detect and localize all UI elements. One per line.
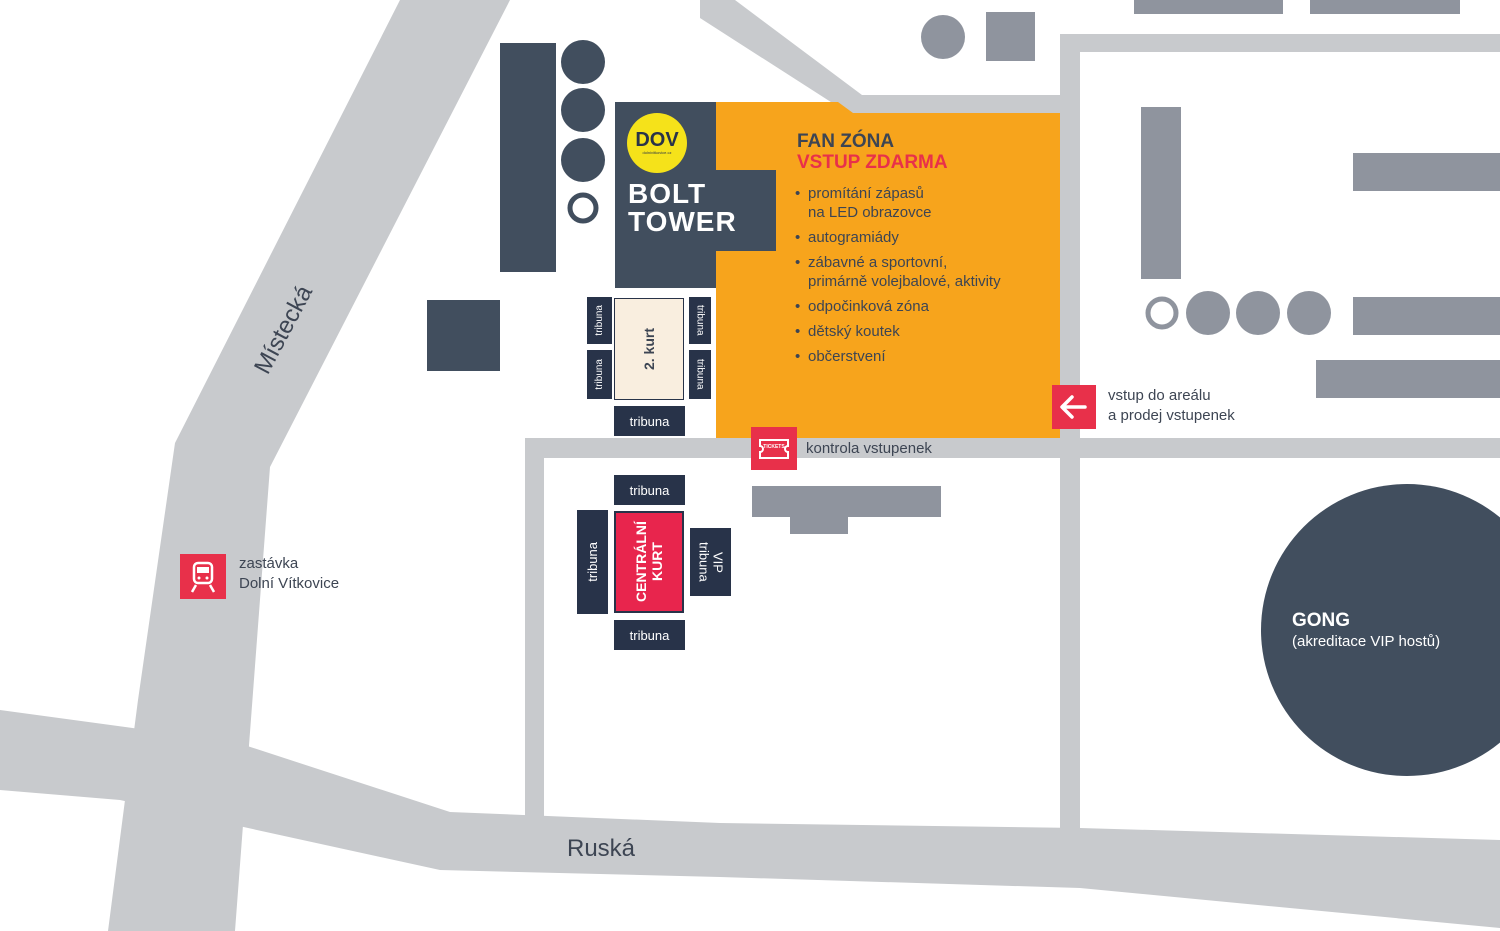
stand-court2-right-bottom: tribuna	[689, 350, 711, 399]
road-mistecka	[108, 0, 510, 931]
stand-central-top: tribuna	[614, 475, 685, 505]
building	[1310, 0, 1460, 14]
building	[427, 300, 500, 371]
blast-furnace-outline	[567, 192, 599, 224]
road-top-diagonal	[700, 0, 1070, 113]
stand-court2-left-bottom: tribuna	[587, 350, 612, 399]
road-ruska	[0, 710, 1500, 928]
bolt-tower-line2: TOWER	[628, 206, 737, 237]
stand-court2-right-top: tribuna	[689, 297, 711, 344]
fan-zone-item: občerstvení	[795, 347, 1001, 366]
building	[986, 12, 1035, 61]
building	[752, 486, 941, 517]
ticket-icon-text: TICKETS	[763, 444, 785, 450]
court-2-label: 2. kurt	[641, 327, 657, 370]
stand-central-bottom: tribuna	[614, 620, 685, 650]
silo	[1236, 291, 1280, 335]
bolt-tower-line1: BOLT	[628, 178, 707, 209]
dov-logo: DOV dolnivitkovice.cz	[627, 113, 687, 173]
dov-logo-text: DOV	[635, 129, 679, 151]
tram-stop-label: zastávka Dolní Vítkovice	[239, 555, 340, 592]
court-2: 2. kurt	[614, 298, 684, 400]
gong-building	[1261, 484, 1500, 776]
building	[1353, 297, 1500, 335]
arrow-left-icon	[1052, 385, 1096, 429]
blast-furnace	[561, 40, 605, 84]
road-east-vertical	[1060, 34, 1080, 829]
building	[1316, 360, 1500, 398]
building	[1134, 0, 1283, 14]
central-court: CENTRÁLNÍ KURT	[614, 511, 684, 613]
ticket-icon: TICKETS	[751, 427, 797, 470]
dov-logo-url: dolnivitkovice.cz	[642, 150, 672, 155]
tram-icon	[180, 554, 226, 599]
building	[1141, 107, 1181, 279]
fan-zone-item: autogramiády	[795, 228, 1001, 247]
buildings	[427, 0, 1500, 534]
fan-zone-item: odpočinková zóna	[795, 297, 1001, 316]
building	[500, 43, 556, 272]
central-court-label: CENTRÁLNÍ KURT	[633, 521, 665, 603]
stand-court2-left-top: tribuna	[587, 297, 612, 344]
gong-title: GONG	[1292, 610, 1351, 631]
road-west-vertical	[525, 438, 544, 818]
building	[1353, 153, 1500, 191]
silo	[1287, 291, 1331, 335]
road-top-horizontal	[1060, 34, 1500, 52]
fan-zone-subtitle: VSTUP ZDARMA	[797, 152, 948, 173]
silo-outline	[1145, 296, 1179, 330]
building-round	[921, 15, 965, 59]
stand-court2-bottom: tribuna	[614, 406, 685, 436]
stand-central-left: tribuna	[577, 510, 608, 614]
blast-furnace	[561, 88, 605, 132]
building	[790, 515, 848, 534]
fan-zone-item: zábavné a sportovní,primárně volejbalové…	[795, 253, 1001, 291]
ticket-control-label: kontrola vstupenek	[806, 440, 932, 457]
fan-zone-item: dětský koutek	[795, 322, 1001, 341]
street-label-ruska: Ruská	[567, 835, 636, 862]
entrance-label: vstup do areálu a prodej vstupenek	[1108, 387, 1235, 424]
silo	[1186, 291, 1230, 335]
gong-subtitle: (akreditace VIP hostů)	[1292, 633, 1441, 650]
fan-zone-title: FAN ZÓNA	[797, 131, 895, 152]
road-ticket-horizontal	[525, 438, 1500, 458]
bolt-tower-label: BOLT TOWER	[628, 180, 737, 236]
blast-furnace	[561, 138, 605, 182]
